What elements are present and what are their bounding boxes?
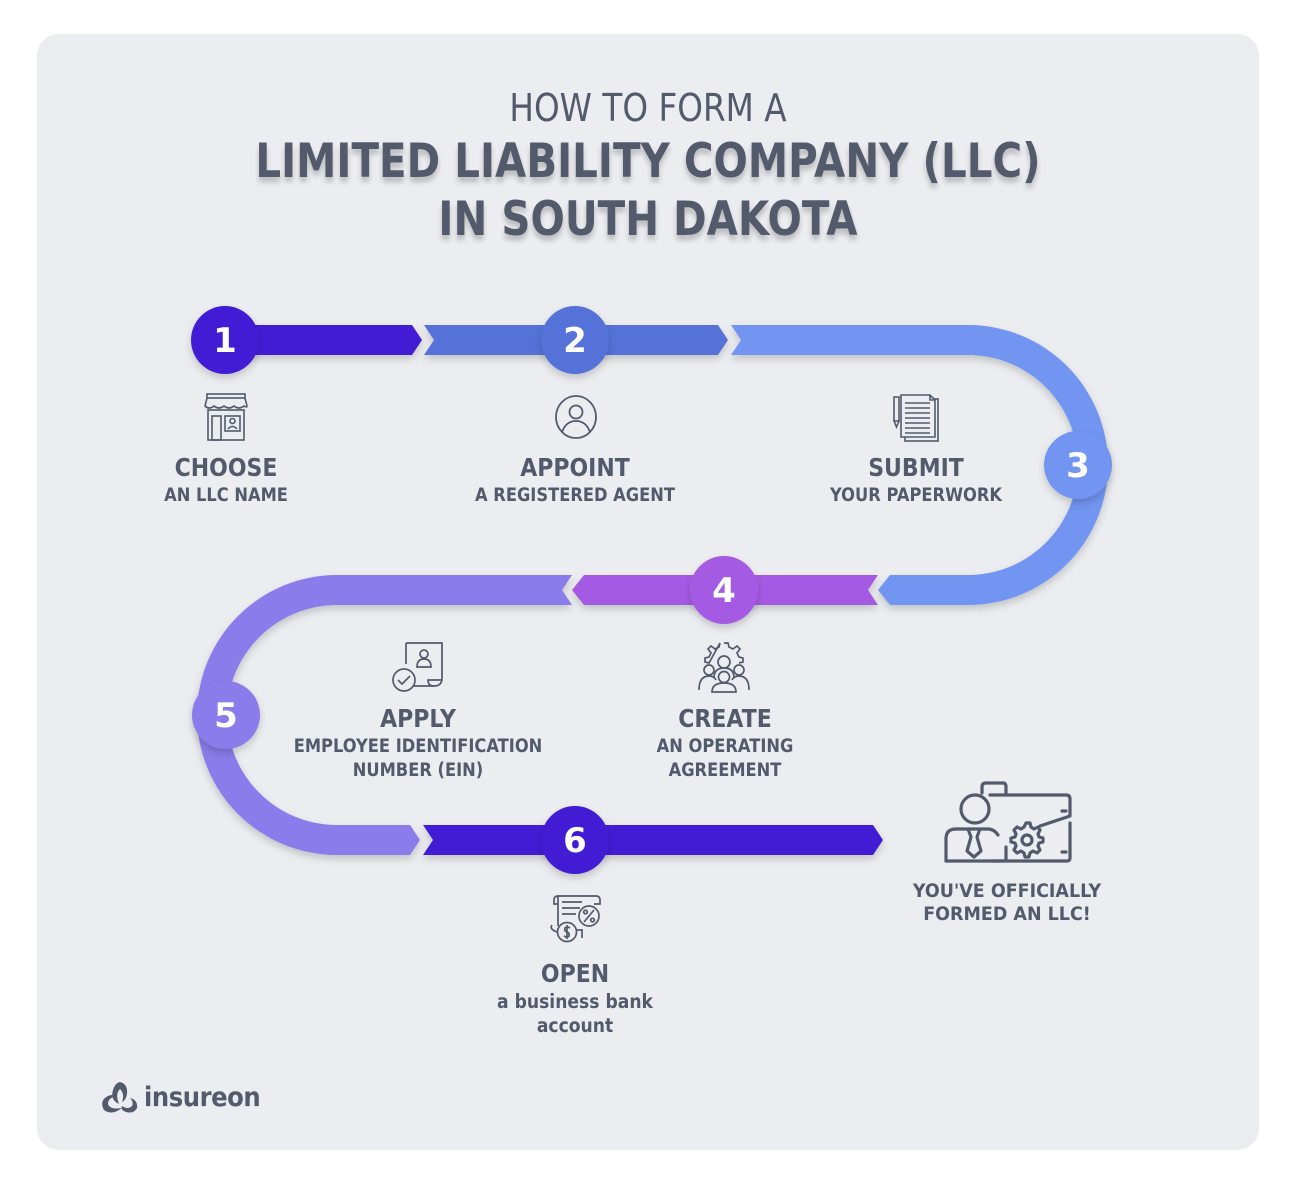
- step-4-number: 4: [712, 571, 736, 611]
- step-5-badge: [192, 681, 260, 749]
- step-1-desc: AN LLC NAME: [164, 485, 288, 506]
- step-6-desc-line-2: account: [536, 1014, 614, 1037]
- step-5-desc-line-1: EMPLOYEE IDENTIFICATION: [293, 736, 543, 757]
- businessman-briefcase-gear-icon: [944, 781, 1072, 863]
- insureon-logo: insureon: [100, 1080, 273, 1114]
- step-6-desc-line-1: a business bank: [497, 990, 653, 1013]
- step-3-desc: YOUR PAPERWORK: [829, 485, 1003, 506]
- insureon-logo-icon: [102, 1082, 138, 1113]
- path-segment-1: [225, 325, 422, 355]
- path-segment-3: [731, 325, 1108, 605]
- step-5-label: APPLY EMPLOYEE IDENTIFICATION NUMBER (EI…: [277, 703, 559, 783]
- team-gear-icon: [698, 642, 750, 693]
- step-1-number: 1: [213, 321, 237, 361]
- receipt-dollar-percent-icon: [550, 895, 601, 943]
- step-3-verb: SUBMIT: [868, 453, 964, 482]
- step-4-desc-line-2: AGREEMENT: [668, 760, 782, 781]
- step-1-verb: CHOOSE: [174, 453, 278, 482]
- insureon-logo-text: insureon: [144, 1081, 261, 1113]
- step-4-verb: CREATE: [678, 704, 772, 733]
- step-3-number: 3: [1066, 446, 1090, 486]
- title-line-1: HOW TO FORM A: [509, 86, 787, 130]
- user-circle-icon: [555, 395, 597, 439]
- step-5-number: 5: [214, 696, 238, 736]
- id-document-check-icon: [392, 642, 443, 692]
- step-4-badge: [690, 556, 758, 624]
- step-2-desc: A REGISTERED AGENT: [475, 485, 675, 506]
- step-1-label: CHOOSE AN LLC NAME: [156, 452, 297, 508]
- step-2-number: 2: [563, 321, 587, 361]
- documents-pen-icon: [893, 394, 939, 442]
- step-6-label: OPEN a business bank account: [486, 958, 663, 1038]
- step-2-verb: APPOINT: [520, 453, 630, 482]
- step-3-label: SUBMIT YOUR PAPERWORK: [818, 452, 1014, 508]
- step-5-verb: APPLY: [380, 704, 456, 733]
- step-3-badge: [1044, 431, 1112, 499]
- final-message-line-1: YOU'VE OFFICIALLY: [912, 880, 1102, 902]
- storefront-icon: [204, 393, 248, 441]
- path-segment-6: [423, 825, 883, 855]
- step-4-desc-line-1: AN OPERATING: [656, 736, 794, 757]
- step-5-desc-line-2: NUMBER (EIN): [352, 760, 484, 781]
- title-line-2: LIMITED LIABILITY COMPANY (LLC): [255, 134, 1041, 189]
- path-segment-5: [197, 575, 572, 855]
- step-1-badge: [191, 306, 259, 374]
- step-2-badge: [541, 306, 609, 374]
- step-4-label: CREATE AN OPERATING AGREEMENT: [647, 703, 802, 783]
- final-message-line-2: FORMED AN LLC!: [923, 903, 1091, 925]
- final-message: YOU'VE OFFICIALLY FORMED AN LLC!: [905, 880, 1110, 926]
- step-6-badge: [541, 806, 609, 874]
- step-6-verb: OPEN: [540, 959, 610, 988]
- title-block: HOW TO FORM A LIMITED LIABILITY COMPANY …: [0, 86, 1296, 249]
- step-6-number: 6: [563, 821, 587, 861]
- step-2-label: APPOINT A REGISTERED AGENT: [461, 452, 688, 508]
- title-line-3: IN SOUTH DAKOTA: [438, 192, 858, 247]
